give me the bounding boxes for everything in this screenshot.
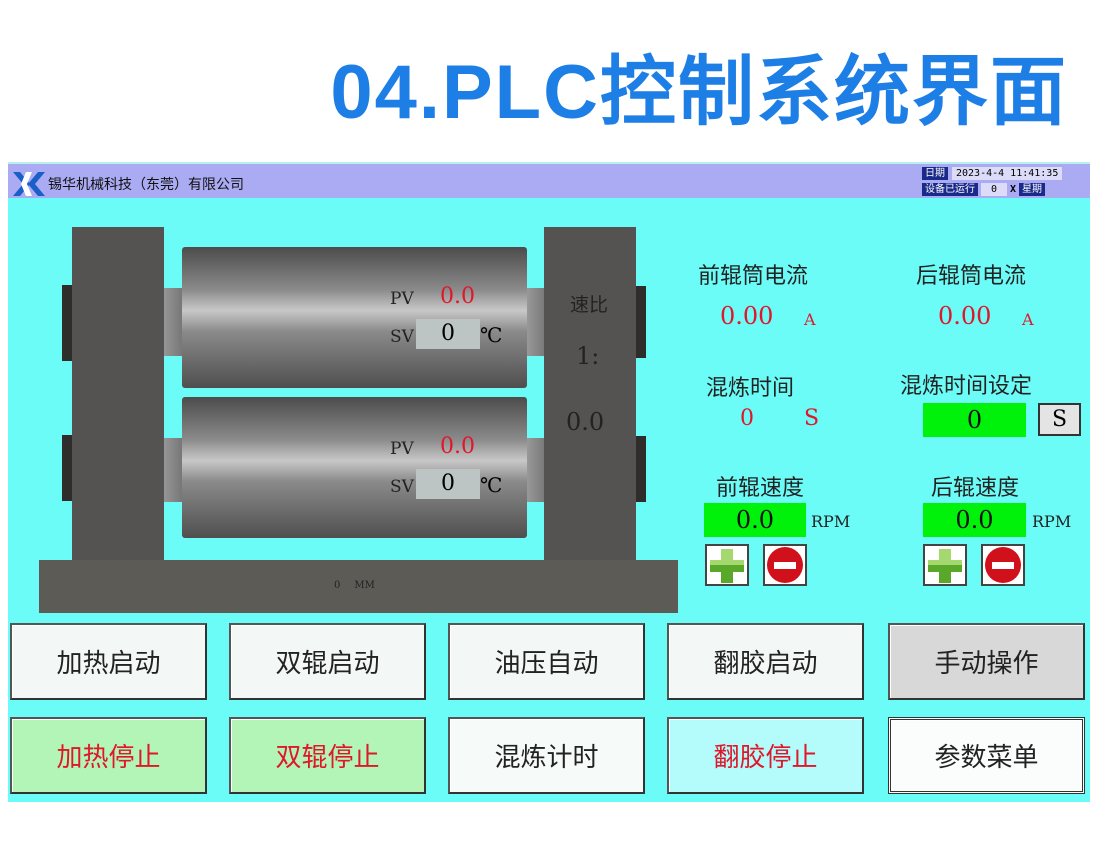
gap-value: 0 [334, 580, 341, 591]
speed-ratio-label: 速比 [570, 294, 609, 316]
sv-label: SV [390, 327, 414, 347]
mix-time-value: 0 [740, 406, 754, 431]
company-name: 锡华机械科技（东莞）有限公司 [48, 177, 244, 193]
front-current-value: 0.00 [720, 302, 774, 330]
speed-ratio-value: 0.0 [566, 408, 605, 436]
rear-roller-sv-input[interactable]: 0 [416, 469, 480, 499]
front-roller: PV 0.0 SV 0 ℃ [182, 247, 527, 388]
flip-start-button[interactable]: 翻胶启动 [667, 623, 864, 700]
current-unit: A [804, 310, 816, 329]
plus-icon [928, 549, 962, 583]
rear-roller: PV 0.0 SV 0 ℃ [182, 397, 527, 538]
temp-unit: ℃ [480, 473, 503, 497]
pv-label: PV [390, 439, 414, 459]
mix-timer-button[interactable]: 混炼计时 [448, 717, 645, 794]
gap-unit: MM [354, 580, 375, 591]
front-speed-label: 前辊速度 [716, 476, 805, 501]
datetime-value: 2023-4-4 11:41:35 [952, 167, 1063, 180]
rear-current-label: 后辊筒电流 [916, 264, 1027, 289]
mix-time-unit-button[interactable]: S [1038, 403, 1081, 436]
manual-operation-button[interactable]: 手动操作 [888, 623, 1085, 700]
minus-icon [985, 547, 1021, 583]
right-bearing-top [634, 286, 646, 358]
shaft [526, 438, 546, 502]
front-current-label: 前辊筒电流 [698, 264, 809, 289]
right-frame-post [544, 227, 636, 562]
page-title: 04.PLC控制系统界面 [330, 50, 1068, 135]
temp-unit: ℃ [480, 323, 503, 347]
hydraulic-auto-button[interactable]: 油压自动 [448, 623, 645, 700]
gap-readout: 0 MM [334, 580, 375, 591]
header-bar: 锡华机械科技（东莞）有限公司 日期 2023-4-4 11:41:35 设备已运… [8, 162, 1090, 198]
speed-unit: RPM [811, 512, 851, 531]
flip-stop-button[interactable]: 翻胶停止 [667, 717, 864, 794]
twin-roll-start-button[interactable]: 双辊启动 [229, 623, 426, 700]
right-bearing-bottom [634, 436, 646, 502]
shaft [162, 438, 182, 502]
left-frame-post [72, 227, 164, 562]
rear-speed-value: 0.0 [923, 503, 1026, 537]
rear-current-value: 0.00 [938, 302, 992, 330]
runtime-display: 设备已运行 0 X 星期 [922, 183, 1046, 196]
minus-icon [767, 547, 803, 583]
mix-time-label: 混炼时间 [706, 376, 795, 401]
rear-roller-pv: 0.0 [440, 434, 475, 459]
hmi-panel: 锡华机械科技（东莞）有限公司 日期 2023-4-4 11:41:35 设备已运… [8, 162, 1090, 802]
date-display: 日期 2023-4-4 11:41:35 [922, 167, 1063, 180]
front-roller-sv-input[interactable]: 0 [416, 319, 480, 349]
machine-base [39, 560, 678, 613]
left-bearing-bottom [62, 435, 74, 501]
plus-icon [710, 549, 744, 583]
current-unit: A [1022, 310, 1034, 329]
sv-label: SV [390, 477, 414, 497]
left-bearing-top [62, 285, 74, 361]
runtime-label: 设备已运行 [922, 183, 978, 196]
pv-label: PV [390, 289, 414, 309]
rear-speed-increase-button[interactable] [923, 544, 967, 586]
front-speed-decrease-button[interactable] [763, 544, 807, 586]
weekday-label: 星期 [1019, 183, 1046, 196]
weekday-value: X [1010, 184, 1017, 195]
mix-time-set-label: 混炼时间设定 [900, 374, 1033, 399]
front-speed-increase-button[interactable] [705, 544, 749, 586]
front-roller-pv: 0.0 [440, 284, 475, 309]
shaft [162, 288, 182, 356]
heating-stop-button[interactable]: 加热停止 [10, 717, 207, 794]
runtime-value: 0 [981, 183, 1007, 196]
parameter-menu-button[interactable]: 参数菜单 [888, 717, 1085, 794]
heating-start-button[interactable]: 加热启动 [10, 623, 207, 700]
mix-time-set-input[interactable]: 0 [923, 403, 1026, 437]
rear-speed-label: 后辊速度 [931, 476, 1020, 501]
front-speed-value: 0.0 [704, 503, 806, 537]
company-logo-icon [13, 172, 45, 196]
mix-time-unit: S [804, 406, 820, 431]
shaft [526, 288, 546, 356]
speed-unit: RPM [1032, 512, 1072, 531]
speed-ratio-prefix: 1: [576, 342, 600, 370]
rear-speed-decrease-button[interactable] [981, 544, 1025, 586]
date-label: 日期 [922, 167, 948, 180]
twin-roll-stop-button[interactable]: 双辊停止 [229, 717, 426, 794]
